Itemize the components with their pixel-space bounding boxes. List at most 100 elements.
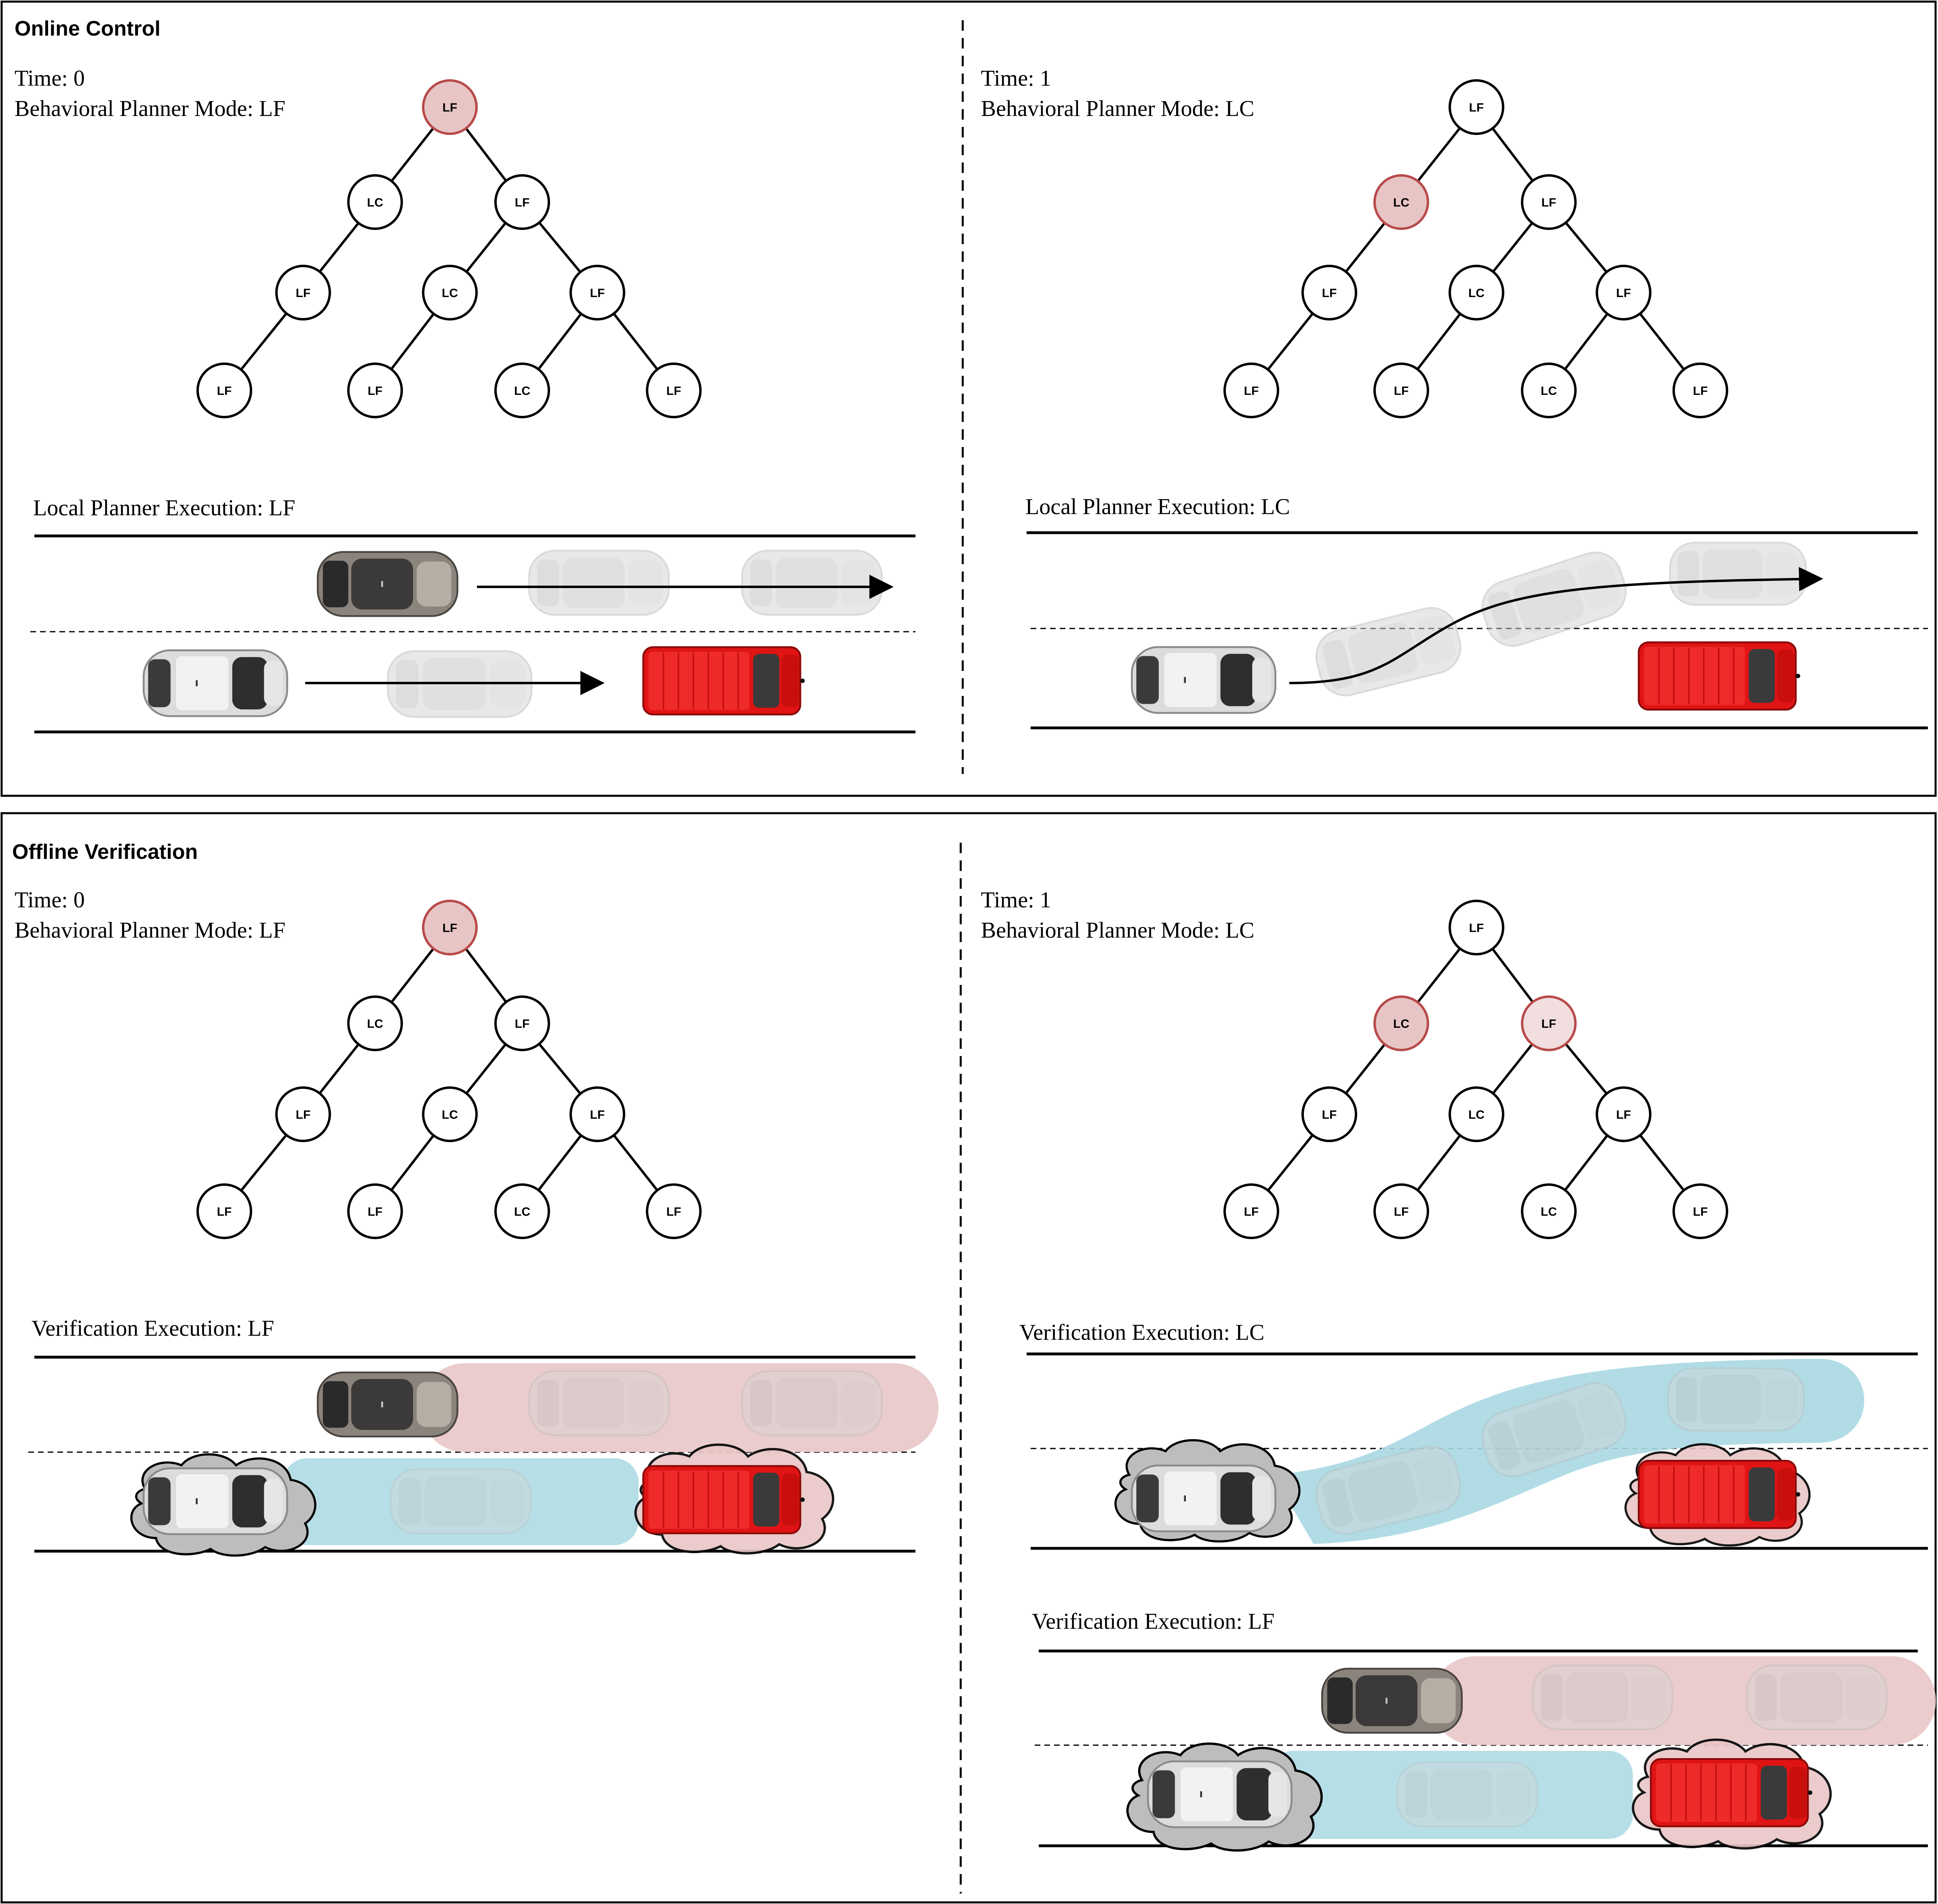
ghost-car bbox=[1311, 603, 1466, 701]
svg-text:LC: LC bbox=[442, 1108, 458, 1122]
svg-text:LF: LF bbox=[1322, 1108, 1337, 1122]
ghost-car bbox=[1668, 1368, 1804, 1431]
online-left-road-scene bbox=[30, 534, 915, 734]
offline-left-tree: LF LC LF LF LC LF LF LF LC LF bbox=[196, 900, 702, 1239]
tree-node-l2-1: LC bbox=[422, 1086, 478, 1142]
svg-text:LC: LC bbox=[514, 384, 530, 398]
svg-text:LC: LC bbox=[1393, 196, 1409, 209]
ghost-car bbox=[742, 1371, 882, 1435]
svg-text:LC: LC bbox=[1468, 287, 1485, 300]
svg-text:LF: LF bbox=[666, 384, 681, 398]
svg-text:LF: LF bbox=[666, 1205, 681, 1219]
svg-text:LF: LF bbox=[1394, 384, 1409, 398]
tree-node-l2-0: LF bbox=[1301, 265, 1357, 320]
online-left-mode: Behavioral Planner Mode: LF bbox=[15, 96, 285, 121]
red-van bbox=[1651, 1759, 1813, 1826]
tree-node-l2-2: LF bbox=[1596, 1086, 1651, 1142]
ego-car bbox=[143, 650, 287, 716]
offline-verification-title: Offline Verification bbox=[12, 840, 198, 864]
tree-node-l3-1: LF bbox=[347, 1183, 403, 1239]
svg-text:LF: LF bbox=[1693, 1205, 1708, 1219]
ghost-car bbox=[1397, 1763, 1537, 1826]
online-left-time: Time: 0 bbox=[15, 66, 85, 91]
tree-node-l2-0: LF bbox=[1301, 1086, 1357, 1142]
svg-text:LF: LF bbox=[1394, 1205, 1409, 1219]
svg-text:LF: LF bbox=[1469, 921, 1484, 935]
tree-node-l3-1: LF bbox=[347, 363, 403, 418]
offline-right-time: Time: 1 bbox=[981, 888, 1051, 913]
red-van bbox=[643, 647, 805, 715]
tree-node-root: LF bbox=[1449, 900, 1504, 955]
svg-text:LC: LC bbox=[514, 1205, 530, 1219]
svg-text:LF: LF bbox=[1244, 384, 1259, 398]
ego-car bbox=[1148, 1761, 1291, 1827]
tree-node-l3-2: LC bbox=[494, 363, 550, 418]
tree-node-root: LF bbox=[422, 900, 478, 955]
svg-text:LC: LC bbox=[367, 1017, 383, 1031]
online-control-frame bbox=[0, 0, 1937, 797]
lead-car-dark bbox=[318, 1373, 458, 1436]
svg-text:LF: LF bbox=[368, 1205, 383, 1219]
tree-node-l1-1: LF bbox=[494, 995, 550, 1051]
tree-node-l2-0: LF bbox=[275, 1086, 331, 1142]
svg-text:LC: LC bbox=[1541, 384, 1557, 398]
svg-text:LF: LF bbox=[368, 384, 383, 398]
trajectory-arrow bbox=[1289, 567, 1823, 684]
offline-verification-frame bbox=[0, 812, 1937, 1904]
svg-text:LF: LF bbox=[515, 1017, 530, 1031]
tree-node-l1-0: LC bbox=[347, 174, 403, 230]
offline-right-mode: Behavioral Planner Mode: LC bbox=[981, 918, 1255, 943]
tree-node-l3-2: LC bbox=[1521, 363, 1577, 418]
svg-text:LF: LF bbox=[1693, 384, 1708, 398]
offline-left-exec-label: Verification Execution: LF bbox=[32, 1316, 274, 1341]
ego-car bbox=[1132, 1465, 1275, 1531]
svg-text:LF: LF bbox=[1244, 1205, 1259, 1219]
offline-right-exec-lc-label: Verification Execution: LC bbox=[1019, 1320, 1264, 1345]
svg-text:LF: LF bbox=[590, 1108, 605, 1122]
offline-left-mode: Behavioral Planner Mode: LF bbox=[15, 918, 285, 943]
ghost-car bbox=[1670, 543, 1806, 605]
tree-node-l2-1: LC bbox=[422, 265, 478, 320]
red-van bbox=[643, 1466, 805, 1533]
tree-node-l3-0: LF bbox=[1223, 363, 1279, 418]
tree-node-root: LF bbox=[422, 79, 478, 135]
svg-text:LF: LF bbox=[443, 921, 458, 935]
tree-node-l2-1: LC bbox=[1449, 265, 1504, 320]
svg-text:LF: LF bbox=[1542, 196, 1556, 209]
ghost-car bbox=[391, 1470, 531, 1533]
tree-node-l3-3: LF bbox=[1672, 1183, 1728, 1239]
online-right-panel: Time: 1 Behavioral Planner Mode: LC LF L… bbox=[981, 66, 1928, 730]
svg-text:LF: LF bbox=[1469, 101, 1484, 114]
tree-node-l2-0: LF bbox=[275, 265, 331, 320]
svg-text:LC: LC bbox=[367, 196, 383, 209]
ghost-car bbox=[1311, 1441, 1466, 1540]
lead-car-dark bbox=[1322, 1669, 1462, 1733]
ghost-car bbox=[1747, 1666, 1887, 1729]
online-right-tree: LF LC LF LF LC LF LF LF LC LF bbox=[1223, 79, 1728, 418]
ego-car bbox=[1132, 647, 1275, 713]
tree-node-l3-1: LF bbox=[1373, 1183, 1429, 1239]
svg-text:LF: LF bbox=[217, 384, 232, 398]
tree-node-l1-0: LC bbox=[1373, 995, 1429, 1051]
offline-right-exec-lf-label: Verification Execution: LF bbox=[1032, 1609, 1274, 1634]
tree-node-l1-1: LF bbox=[494, 174, 550, 230]
tree-node-l1-1: LF bbox=[1521, 995, 1577, 1051]
online-right-mode: Behavioral Planner Mode: LC bbox=[981, 96, 1255, 121]
ghost-car bbox=[1533, 1666, 1672, 1729]
svg-text:LF: LF bbox=[296, 287, 311, 300]
tree-node-l1-1: LF bbox=[1521, 174, 1577, 230]
svg-text:LF: LF bbox=[1542, 1017, 1556, 1031]
offline-left-road-scene bbox=[28, 1356, 938, 1556]
online-control-title: Online Control bbox=[15, 17, 160, 40]
offline-left-time: Time: 0 bbox=[15, 888, 85, 913]
tree-node-l3-0: LF bbox=[196, 363, 252, 418]
tree-node-l3-3: LF bbox=[1672, 363, 1728, 418]
svg-text:LF: LF bbox=[217, 1205, 232, 1219]
tree-node-l2-2: LF bbox=[569, 1086, 625, 1142]
tree-node-root: LF bbox=[1449, 79, 1504, 135]
online-left-panel: Time: 0 Behavioral Planner Mode: LF LF L… bbox=[15, 66, 915, 734]
svg-text:LF: LF bbox=[590, 287, 605, 300]
svg-text:LC: LC bbox=[1393, 1017, 1409, 1031]
tree-node-l2-2: LF bbox=[1596, 265, 1651, 320]
